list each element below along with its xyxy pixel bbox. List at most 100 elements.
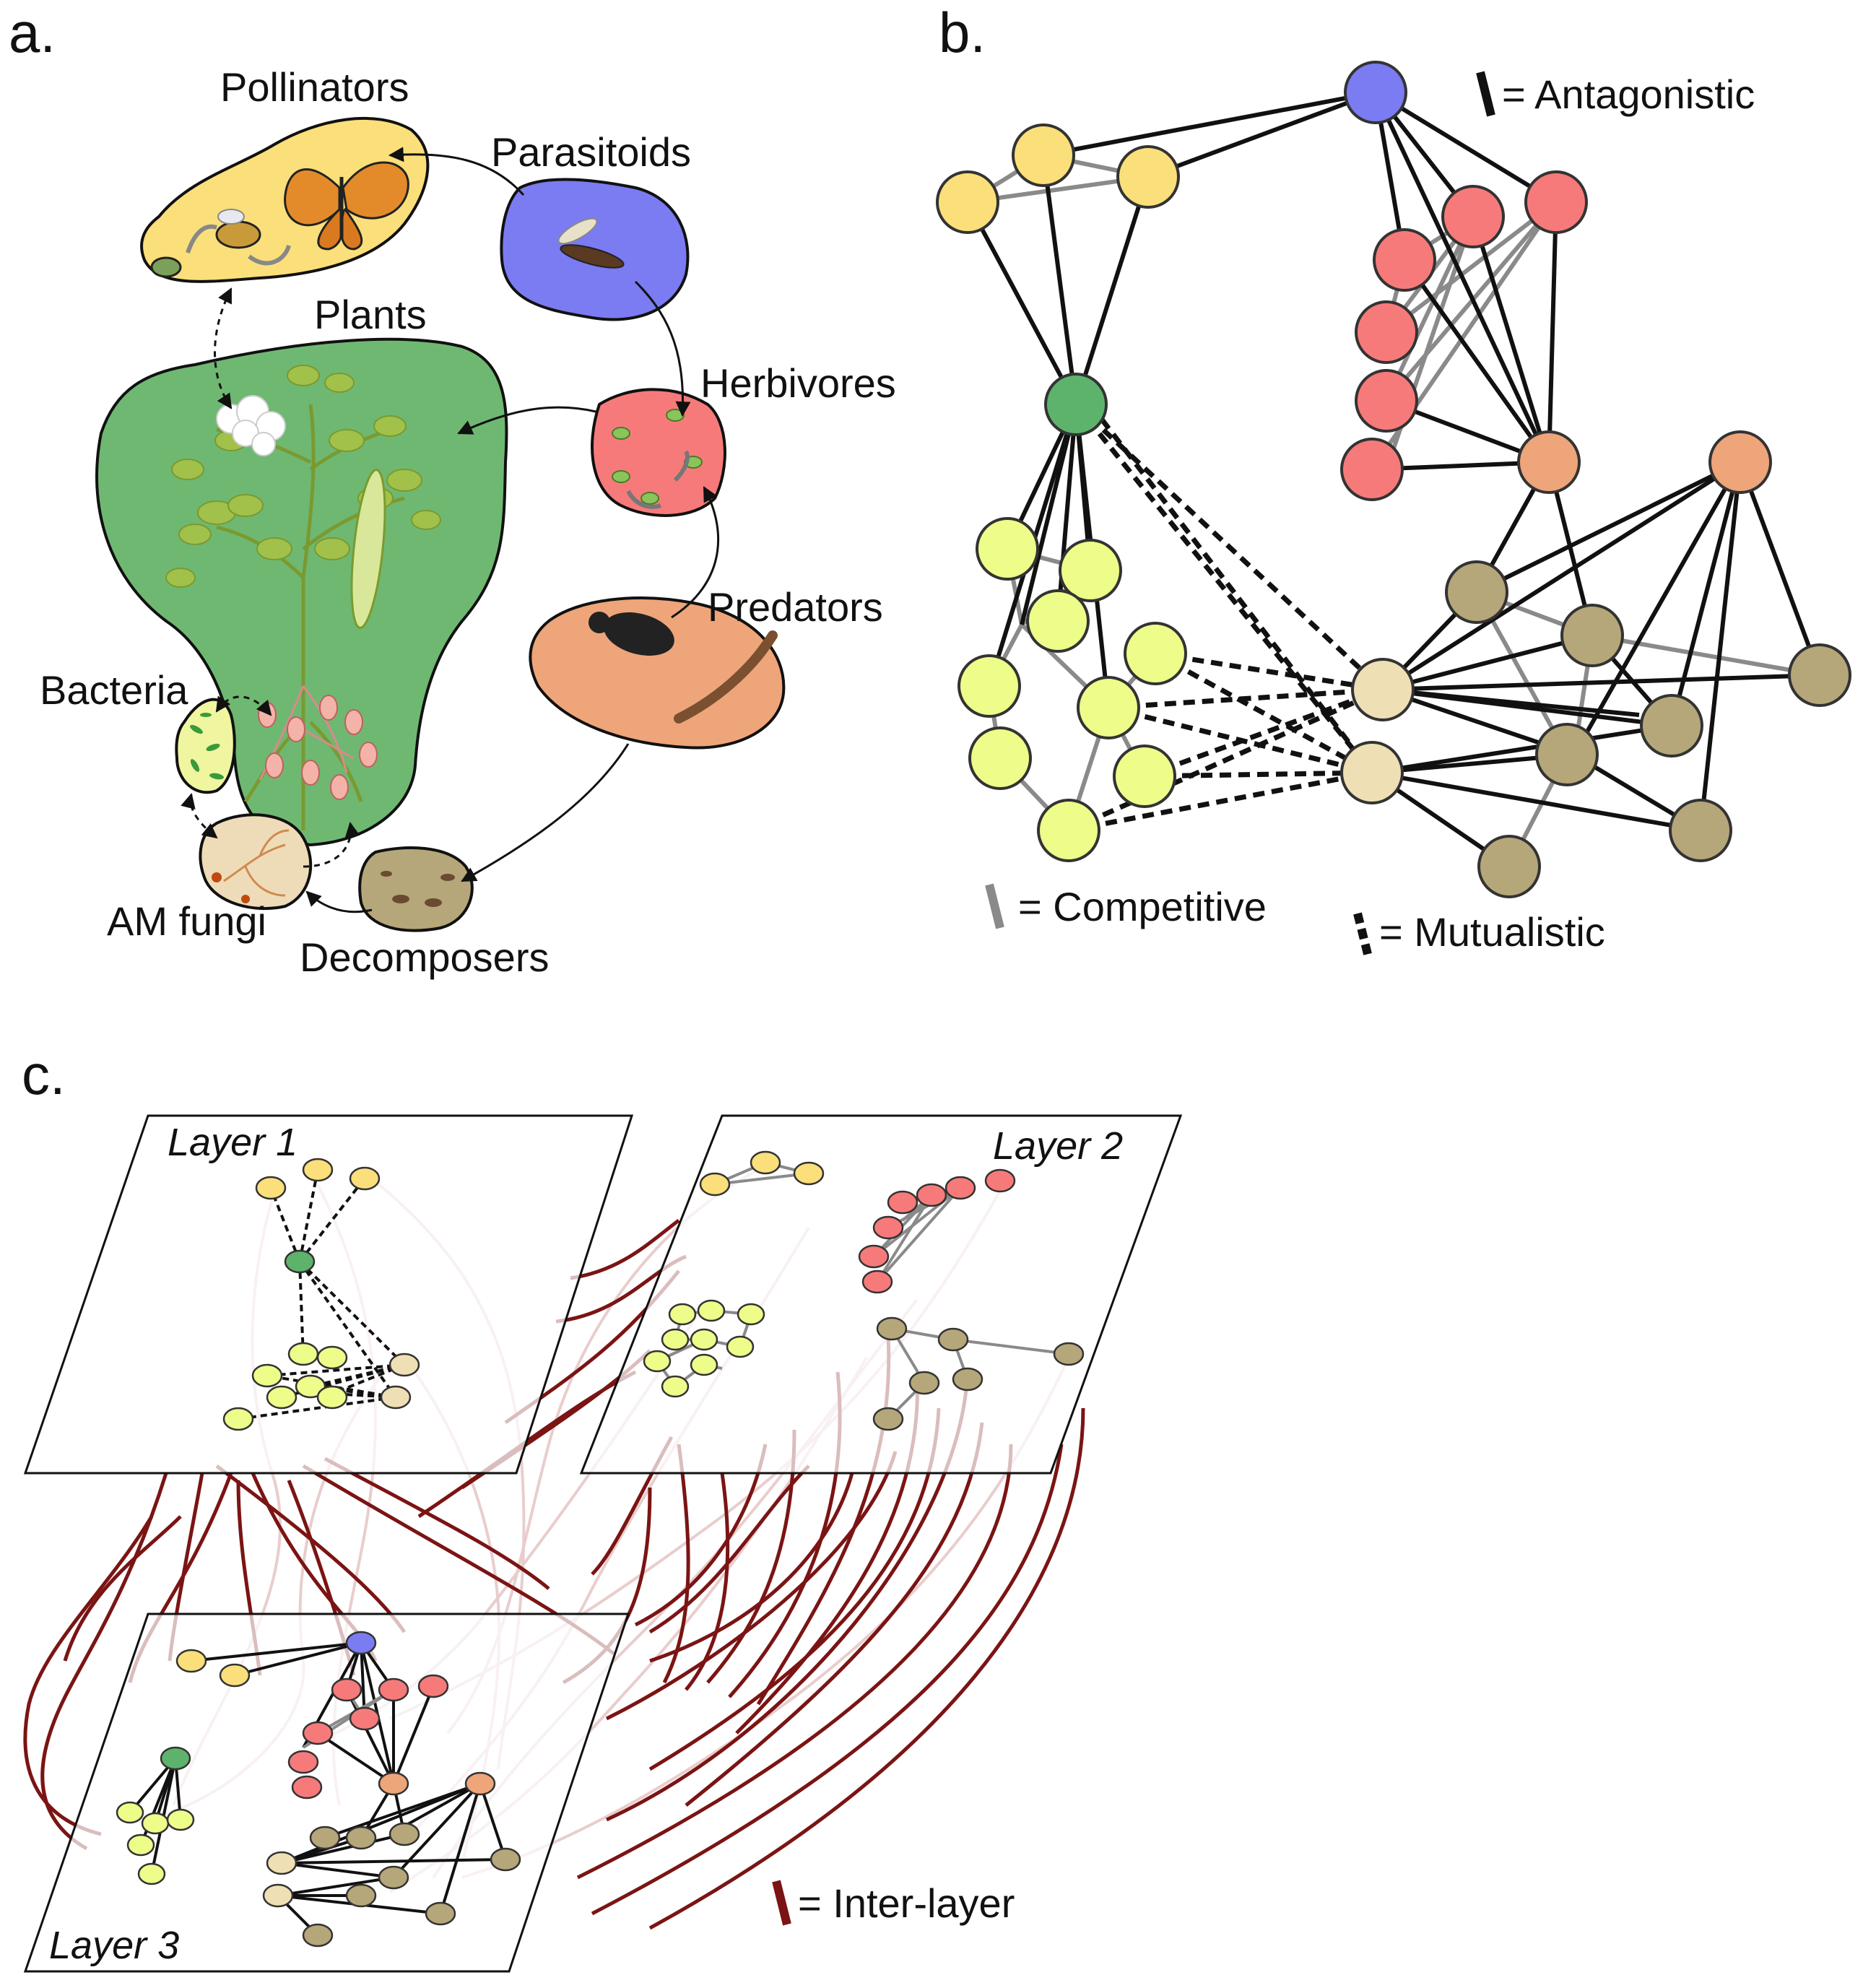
- l3-node: [345, 1883, 377, 1908]
- node-decomposer: [1477, 835, 1541, 898]
- l3-node: [425, 1901, 456, 1926]
- layer-3-plane: [23, 1612, 630, 1973]
- node-decomposer: [1669, 799, 1732, 862]
- l3-node: [309, 1826, 341, 1850]
- l3-node: [219, 1663, 251, 1688]
- node-herbivore: [1441, 185, 1505, 248]
- layer-2-label: Layer 2: [993, 1124, 1123, 1168]
- panel-c: c.: [22, 1043, 1183, 1973]
- l3-node: [490, 1847, 521, 1872]
- l2-node: [726, 1335, 755, 1358]
- node-herbivore: [1355, 369, 1418, 433]
- node-plant: [1044, 373, 1108, 436]
- panel-c-letter: c.: [22, 1043, 66, 1106]
- label-predators: Predators: [708, 584, 883, 630]
- node-bacteria: [1077, 676, 1140, 739]
- node-pollinator: [1012, 123, 1075, 187]
- node-herbivore: [1340, 438, 1404, 501]
- l2-node: [697, 1299, 726, 1322]
- l2-node: [1053, 1342, 1085, 1366]
- l2-node: [876, 1316, 908, 1341]
- legend-antagonistic: = Antagonistic: [1502, 71, 1755, 117]
- l2-node: [793, 1161, 825, 1186]
- l3-node: [302, 1721, 334, 1745]
- l1-node: [302, 1158, 334, 1182]
- l2-node: [908, 1371, 940, 1395]
- legend-inter-layer: = Inter-layer: [798, 1880, 1015, 1926]
- root-nodules: [258, 685, 378, 800]
- l1-node: [284, 1249, 316, 1274]
- layer-3-label: Layer 3: [49, 1924, 179, 1967]
- spore-icon: [212, 872, 222, 882]
- l2-node: [737, 1303, 765, 1326]
- l3-node: [378, 1865, 409, 1890]
- l3-node: [378, 1771, 409, 1796]
- l3-node: [378, 1677, 409, 1702]
- l3-node: [266, 1851, 298, 1875]
- hyphae-icon: [223, 829, 290, 897]
- node-decomposer: [1560, 604, 1624, 667]
- l3-node: [160, 1746, 191, 1771]
- label-herbivores: Herbivores: [700, 360, 896, 406]
- l1-node: [266, 1385, 298, 1410]
- l1-node: [287, 1342, 319, 1366]
- node-decomposer: [1445, 560, 1508, 624]
- label-plants: Plants: [314, 292, 427, 337]
- label-am-fungi: AM fungi: [107, 898, 266, 944]
- l1-node: [222, 1407, 254, 1431]
- l1-node: [380, 1385, 412, 1410]
- l2-node: [916, 1183, 947, 1207]
- legend-mutualistic-swatch: [1353, 912, 1373, 958]
- label-decomposers: Decomposers: [300, 934, 549, 980]
- legend-inter-layer-swatch: [772, 1880, 791, 1926]
- label-pollinators: Pollinators: [220, 64, 409, 110]
- legend-mutualistic: = Mutualistic: [1379, 909, 1605, 955]
- node-bacteria: [1026, 589, 1090, 653]
- l2-node: [858, 1244, 890, 1269]
- legend-competitive-swatch: [985, 883, 1004, 929]
- label-parasitoids: Parasitoids: [491, 129, 691, 175]
- node-bacteria: [1037, 799, 1100, 862]
- centipede-icon: [674, 630, 778, 724]
- flower-icon: [216, 395, 286, 456]
- label-bacteria: Bacteria: [40, 667, 188, 713]
- l2-node: [952, 1367, 983, 1392]
- herbivore-competition-arrow-2: [673, 450, 690, 482]
- node-predator: [1517, 430, 1581, 494]
- panel-b: b.: [936, 1, 1851, 958]
- seed-pod-icon: [350, 469, 386, 629]
- bee-icon: [215, 209, 261, 249]
- bacteria-cells-icon: [190, 713, 224, 780]
- mutualistic-edges: [1067, 402, 1385, 833]
- l3-node: [349, 1706, 381, 1731]
- spore-icon-2: [241, 895, 250, 903]
- node-decomposer: [1788, 643, 1851, 707]
- predators-blob: [529, 596, 786, 750]
- panel-a: a.: [9, 1, 896, 980]
- node-bacteria: [1113, 745, 1176, 808]
- node-herbivore: [1373, 228, 1436, 292]
- l1-node: [316, 1345, 348, 1370]
- layer-1-label: Layer 1: [168, 1121, 298, 1164]
- layer-3: Layer 3: [23, 1612, 630, 1973]
- l2-node: [690, 1353, 718, 1376]
- legend-competitive: = Competitive: [1018, 884, 1267, 929]
- panel-b-nodes: [936, 61, 1851, 898]
- herbivore-competition-arrow: [626, 490, 661, 509]
- l3-node: [345, 1631, 377, 1655]
- node-decomposer: [1640, 694, 1703, 758]
- node-pollinator: [936, 170, 999, 234]
- l3-node: [126, 1833, 155, 1857]
- node-bacteria: [968, 726, 1032, 790]
- node-fungi: [1340, 741, 1404, 804]
- l1-node: [316, 1385, 348, 1410]
- node-bacteria: [957, 654, 1021, 718]
- l3-node: [302, 1923, 334, 1948]
- wasp-icon: [557, 217, 625, 269]
- soil-fauna-icons: [381, 871, 455, 907]
- node-predator: [1708, 430, 1772, 494]
- layer-1: Layer 1: [23, 1114, 634, 1475]
- beetle-icon: [589, 612, 674, 656]
- node-fungi: [1351, 658, 1415, 721]
